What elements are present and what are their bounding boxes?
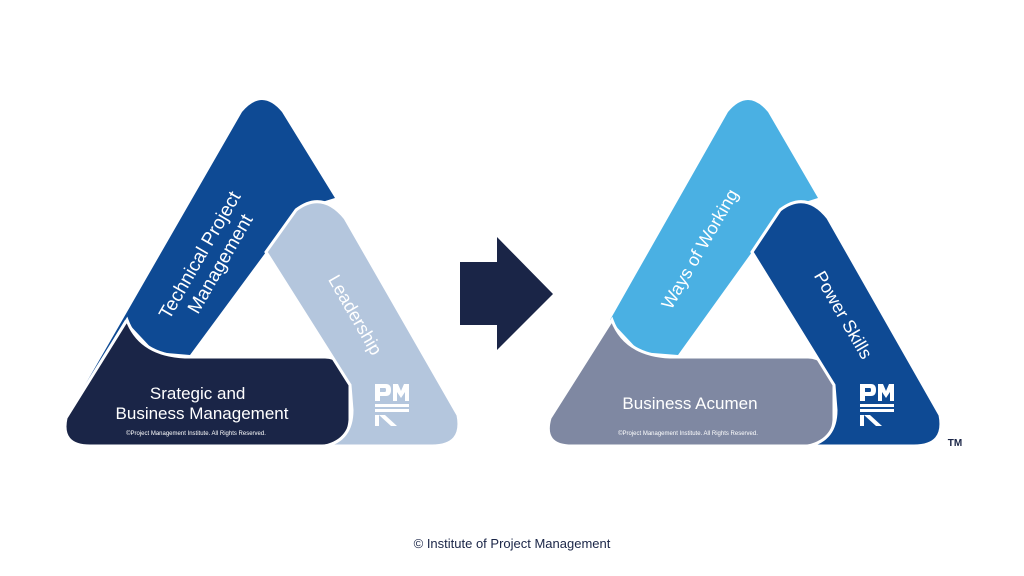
- left-bottom-segment: [63, 316, 352, 448]
- right-bottom-segment: [546, 316, 836, 448]
- right-copyright: ©Project Management Institute. All Right…: [618, 430, 758, 437]
- left-copyright: ©Project Management Institute. All Right…: [126, 430, 266, 437]
- footer-copyright: © Institute of Project Management: [413, 536, 611, 551]
- right-top-segment: [610, 100, 818, 355]
- right-arrow-icon: [460, 237, 553, 350]
- trademark-label: TM: [948, 438, 962, 449]
- left-top-segment: [66, 100, 335, 418]
- right-bottom-label: Business Acumen: [622, 394, 757, 413]
- pmi-logo-icon: [375, 384, 409, 426]
- pmi-logo-icon: [860, 384, 894, 426]
- left-bottom-label: Srategic and Business Management: [116, 384, 289, 423]
- left-right-segment: [264, 200, 461, 448]
- left-triangle: Technical Project Management Leadership …: [63, 100, 461, 448]
- right-triangle: Ways of Working Power Skills Business Ac…: [546, 100, 962, 449]
